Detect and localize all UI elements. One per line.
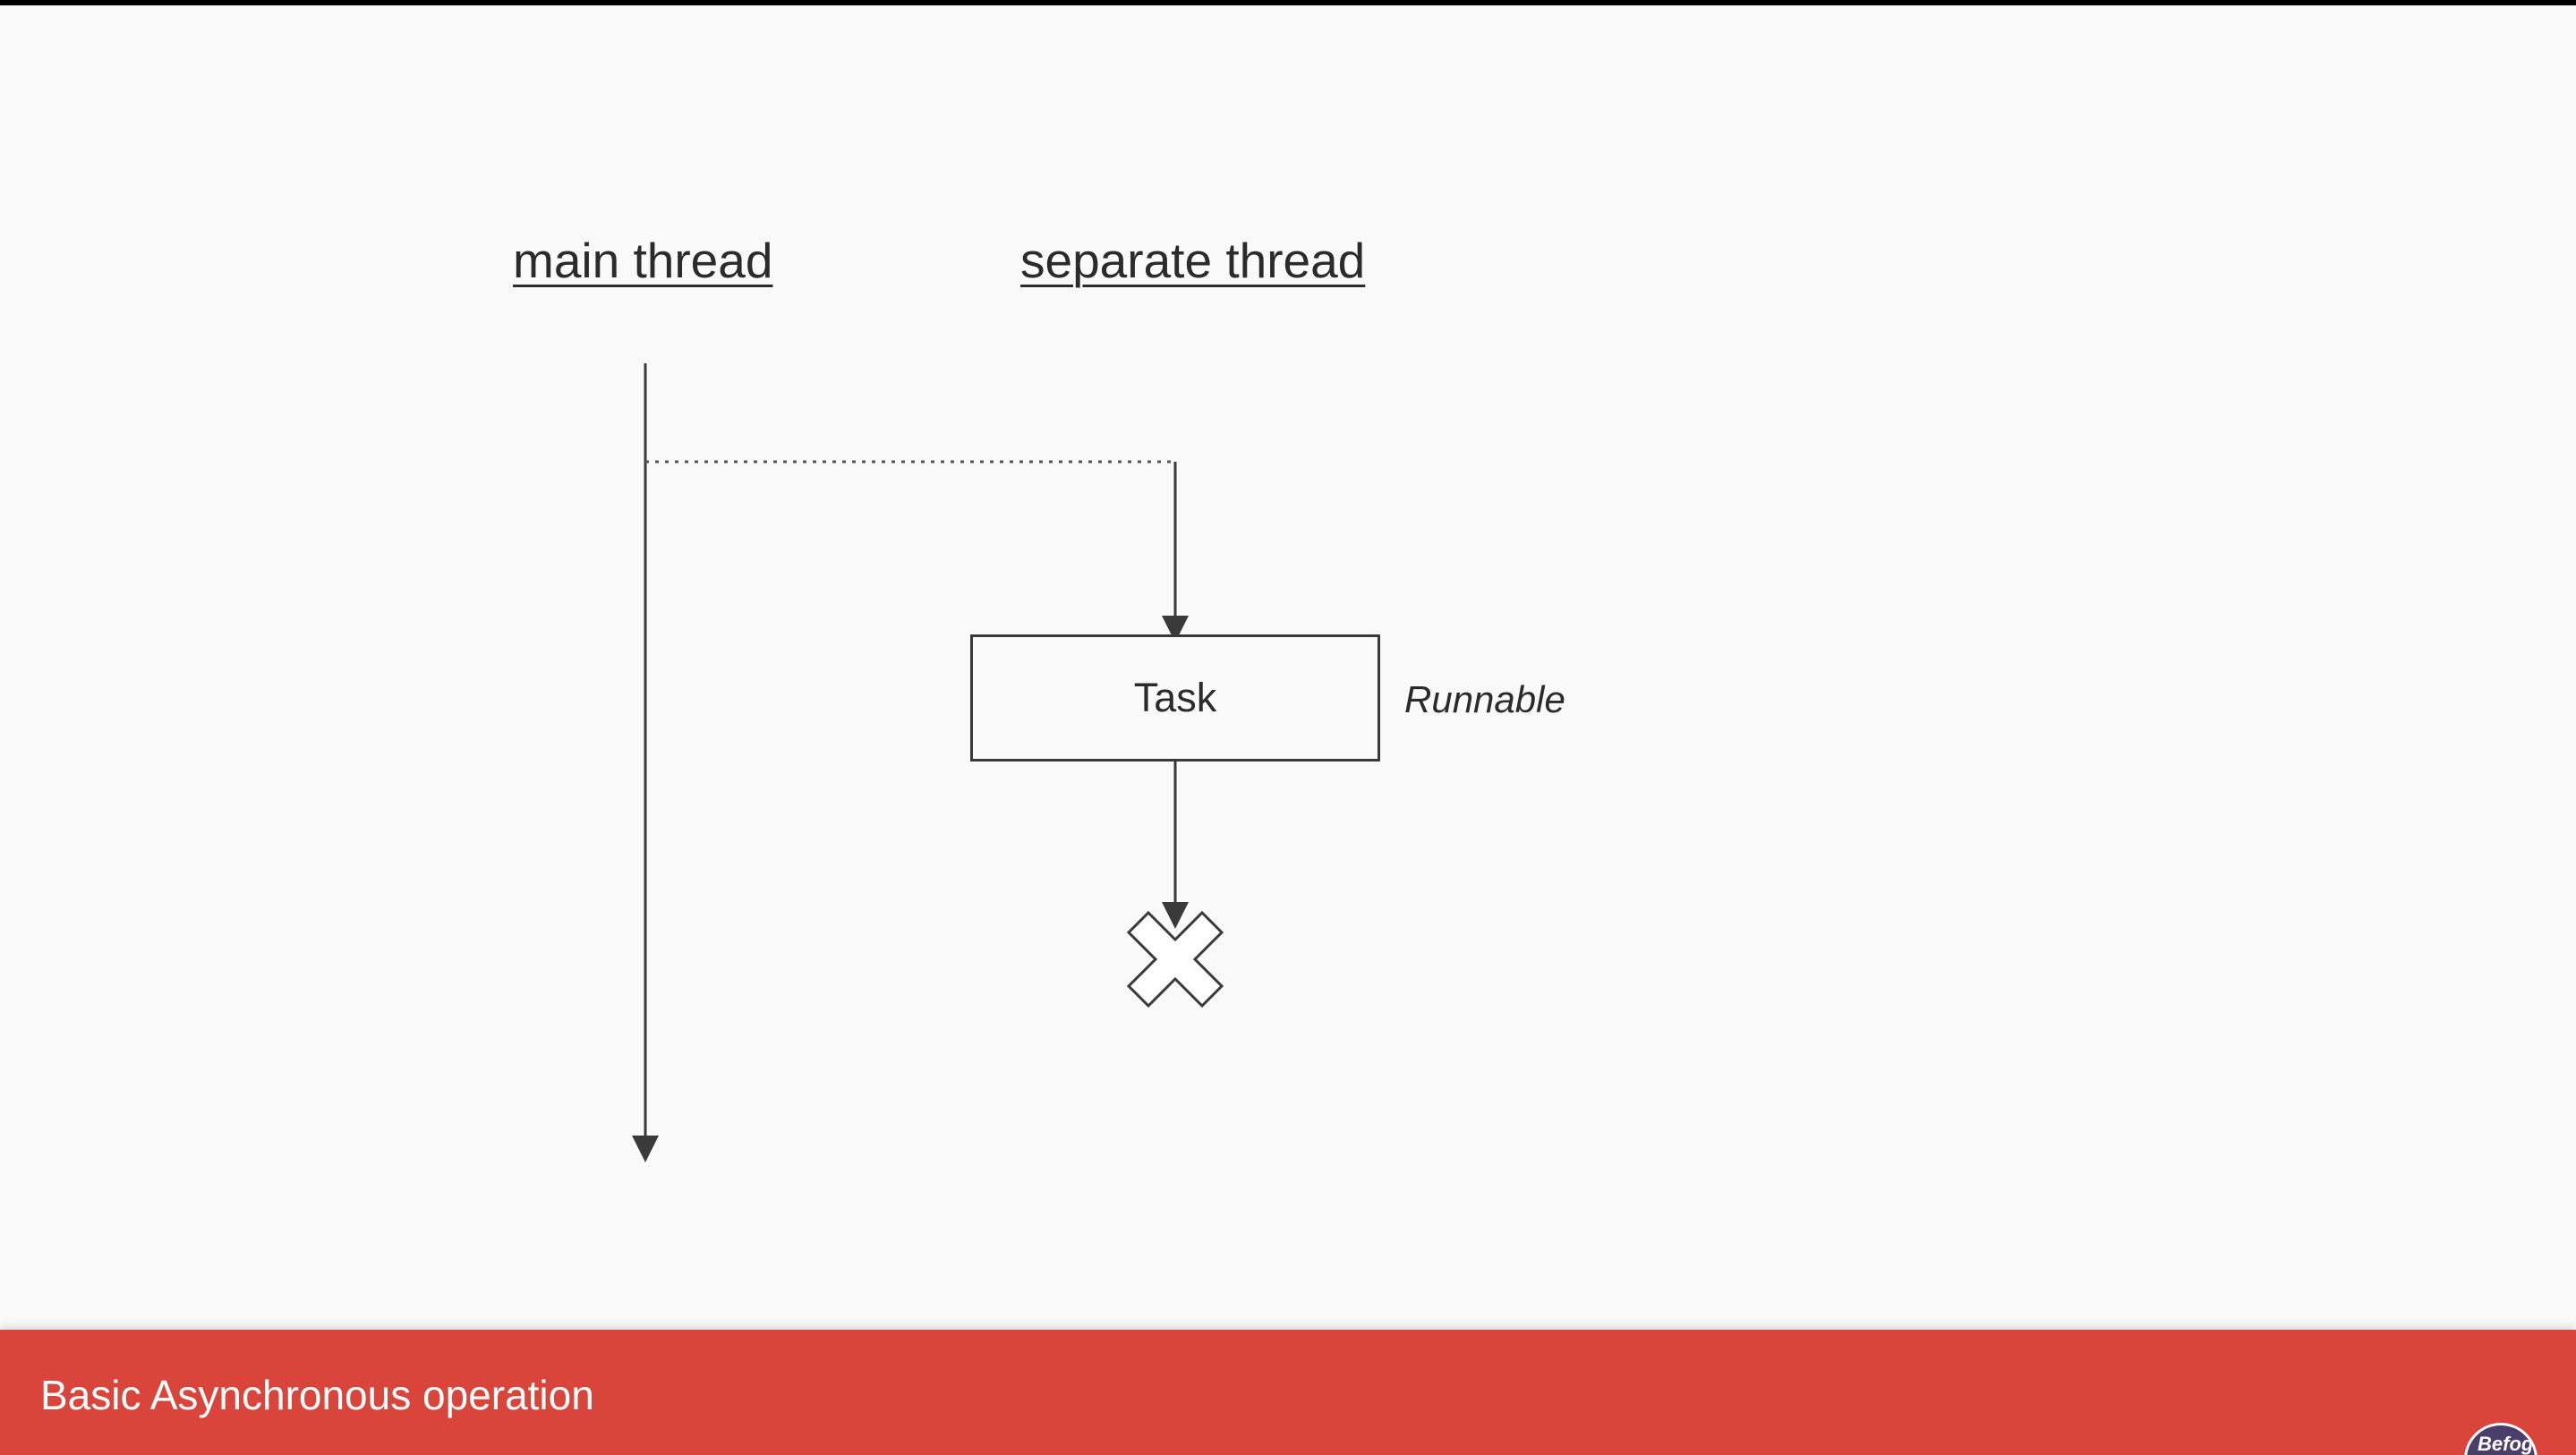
slide-title: Basic Asynchronous operation xyxy=(40,1372,594,1418)
diagram-lines xyxy=(632,363,1224,1162)
channel-logo-icon: Befog xyxy=(2464,1423,2538,1455)
slide: main thread separate thread Task Runnabl… xyxy=(0,5,2576,1455)
separate-thread-heading: separate thread xyxy=(1020,233,1366,288)
thread-diagram: main thread separate thread Task Runnabl… xyxy=(0,5,2576,1330)
footer-bar: Basic Asynchronous operation Befog xyxy=(0,1330,2576,1455)
x-mark-icon xyxy=(1126,910,1224,1008)
badge-text: Befog xyxy=(2478,1433,2534,1455)
runnable-label: Runnable xyxy=(1404,678,1565,720)
main-thread-heading: main thread xyxy=(513,233,773,288)
task-box: Task xyxy=(970,634,1380,762)
task-label: Task xyxy=(1133,675,1217,720)
